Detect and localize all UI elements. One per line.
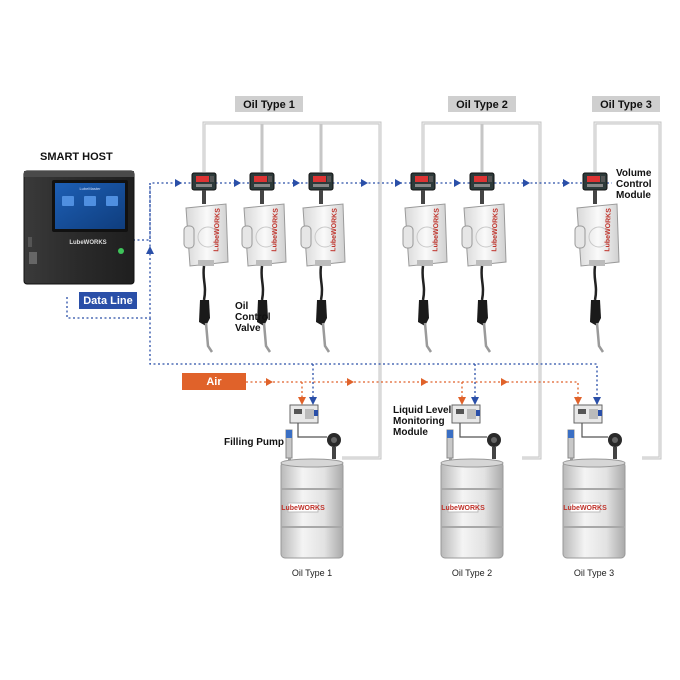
air-label: Air	[206, 376, 222, 388]
screen-icon-list[interactable]	[84, 196, 96, 206]
data-line-label: Data Line	[83, 295, 133, 307]
level-sensor	[487, 433, 501, 459]
oil-drum: LubeWORKS	[440, 458, 504, 559]
oil-control-valve-nozzle[interactable]	[477, 300, 492, 353]
hose-reel: LubeWORKS	[461, 203, 507, 267]
oil-type-2-tag	[448, 96, 516, 112]
oil-control-valve-nozzle[interactable]	[257, 300, 272, 353]
oil-type-3-tag	[592, 96, 660, 112]
volume-control-module-label: Volume Control Module	[616, 168, 654, 201]
oil-drum: LubeWORKS	[280, 458, 344, 559]
hose-reel: LubeWORKS	[574, 203, 620, 267]
data-line-tag	[79, 292, 137, 309]
drum-label: Oil Type 1	[292, 568, 332, 578]
tank-assembly: LubeWORKS Oil Type 2	[440, 404, 504, 578]
dispensing-station: LubeWORKS	[402, 172, 448, 353]
hose-reel: LubeWORKS	[300, 203, 346, 267]
reel-brand-logo: LubeWORKS	[213, 208, 222, 252]
oil-type-1-header: Oil Type 1	[243, 99, 295, 111]
volume-control-meter[interactable]	[308, 172, 334, 191]
dispensing-station: LubeWORKS	[461, 172, 507, 353]
hose	[421, 265, 426, 301]
hose	[480, 265, 485, 301]
oil-type-2-header: Oil Type 2	[456, 99, 508, 111]
tank-assembly: LubeWORKS Oil Type 1	[280, 404, 344, 578]
hose	[319, 265, 324, 301]
dispensing-station: LubeWORKS	[574, 172, 620, 353]
oil-control-valve-nozzle[interactable]	[316, 300, 331, 353]
screen-icon-user[interactable]	[62, 196, 74, 206]
pipe-highlights	[203, 122, 661, 459]
drum-brand-logo: LubeWORKS	[563, 505, 607, 512]
drum-label: Oil Type 2	[452, 568, 492, 578]
hose-reel: LubeWORKS	[241, 203, 287, 267]
drum-brand-logo: LubeWORKS	[441, 505, 485, 512]
air-arrows	[266, 378, 582, 405]
drum-brand-logo: LubeWORKS	[281, 505, 325, 512]
volume-control-meter[interactable]	[249, 172, 275, 191]
volume-control-meter[interactable]	[582, 172, 608, 191]
reel-brand-logo: LubeWORKS	[271, 208, 280, 252]
oil-type-1-tag	[235, 96, 303, 112]
level-sensor	[327, 433, 341, 459]
liquid-level-monitoring-module[interactable]	[289, 404, 319, 424]
hose-reel: LubeWORKS	[183, 203, 229, 267]
reel-brand-logo: LubeWORKS	[432, 208, 441, 252]
volume-control-meter[interactable]	[191, 172, 217, 191]
side-panel	[29, 252, 37, 264]
reel-brand-logo: LubeWORKS	[604, 208, 613, 252]
smart-host-cabinet: LubeMaster LubeWORKS	[23, 170, 135, 285]
dispensing-station: LubeWORKS	[183, 172, 229, 353]
hose	[260, 265, 265, 301]
reel-brand-logo: LubeWORKS	[330, 208, 339, 252]
level-sensor	[608, 433, 622, 459]
air-tag	[182, 373, 246, 390]
hose	[202, 265, 207, 301]
liquid-level-monitoring-module[interactable]	[573, 404, 603, 424]
screen-title: LubeMaster	[79, 186, 101, 191]
oil-control-valve-nozzle[interactable]	[590, 300, 605, 353]
tank-assembly: LubeWORKS Oil Type 3	[562, 404, 626, 578]
hose-reel: LubeWORKS	[402, 203, 448, 267]
data-arrows	[146, 179, 601, 405]
oil-control-valve-nozzle[interactable]	[418, 300, 433, 353]
host-brand-logo: LubeWORKS	[69, 240, 106, 246]
dispensing-station: LubeWORKS	[300, 172, 346, 353]
oil-control-valve-label: Oil Control Valve	[235, 301, 273, 334]
hose	[593, 265, 598, 301]
smart-host-title: SMART HOST	[40, 151, 113, 163]
screen-icon-settings[interactable]	[106, 196, 118, 206]
volume-control-meter[interactable]	[410, 172, 436, 191]
dispensing-station: LubeWORKS	[241, 172, 287, 353]
side-latch	[28, 237, 32, 247]
liquid-level-monitoring-module[interactable]	[451, 404, 481, 424]
oil-type-3-header: Oil Type 3	[600, 99, 652, 111]
oil-control-valve-nozzle[interactable]	[199, 300, 214, 353]
filling-pump-label: Filling Pump	[224, 437, 284, 448]
air-lines	[246, 381, 579, 405]
drum-label: Oil Type 3	[574, 568, 614, 578]
reel-brand-logo: LubeWORKS	[491, 208, 500, 252]
status-led	[118, 248, 124, 254]
liquid-level-module-label: Liquid Level Monitoring Module	[393, 405, 454, 438]
dispensing-stations: LubeWORKS LubeWORKS LubeWORKS LubeWORKS Lube…	[183, 172, 620, 353]
volume-control-meter[interactable]	[469, 172, 495, 191]
oil-drum: LubeWORKS	[562, 458, 626, 559]
